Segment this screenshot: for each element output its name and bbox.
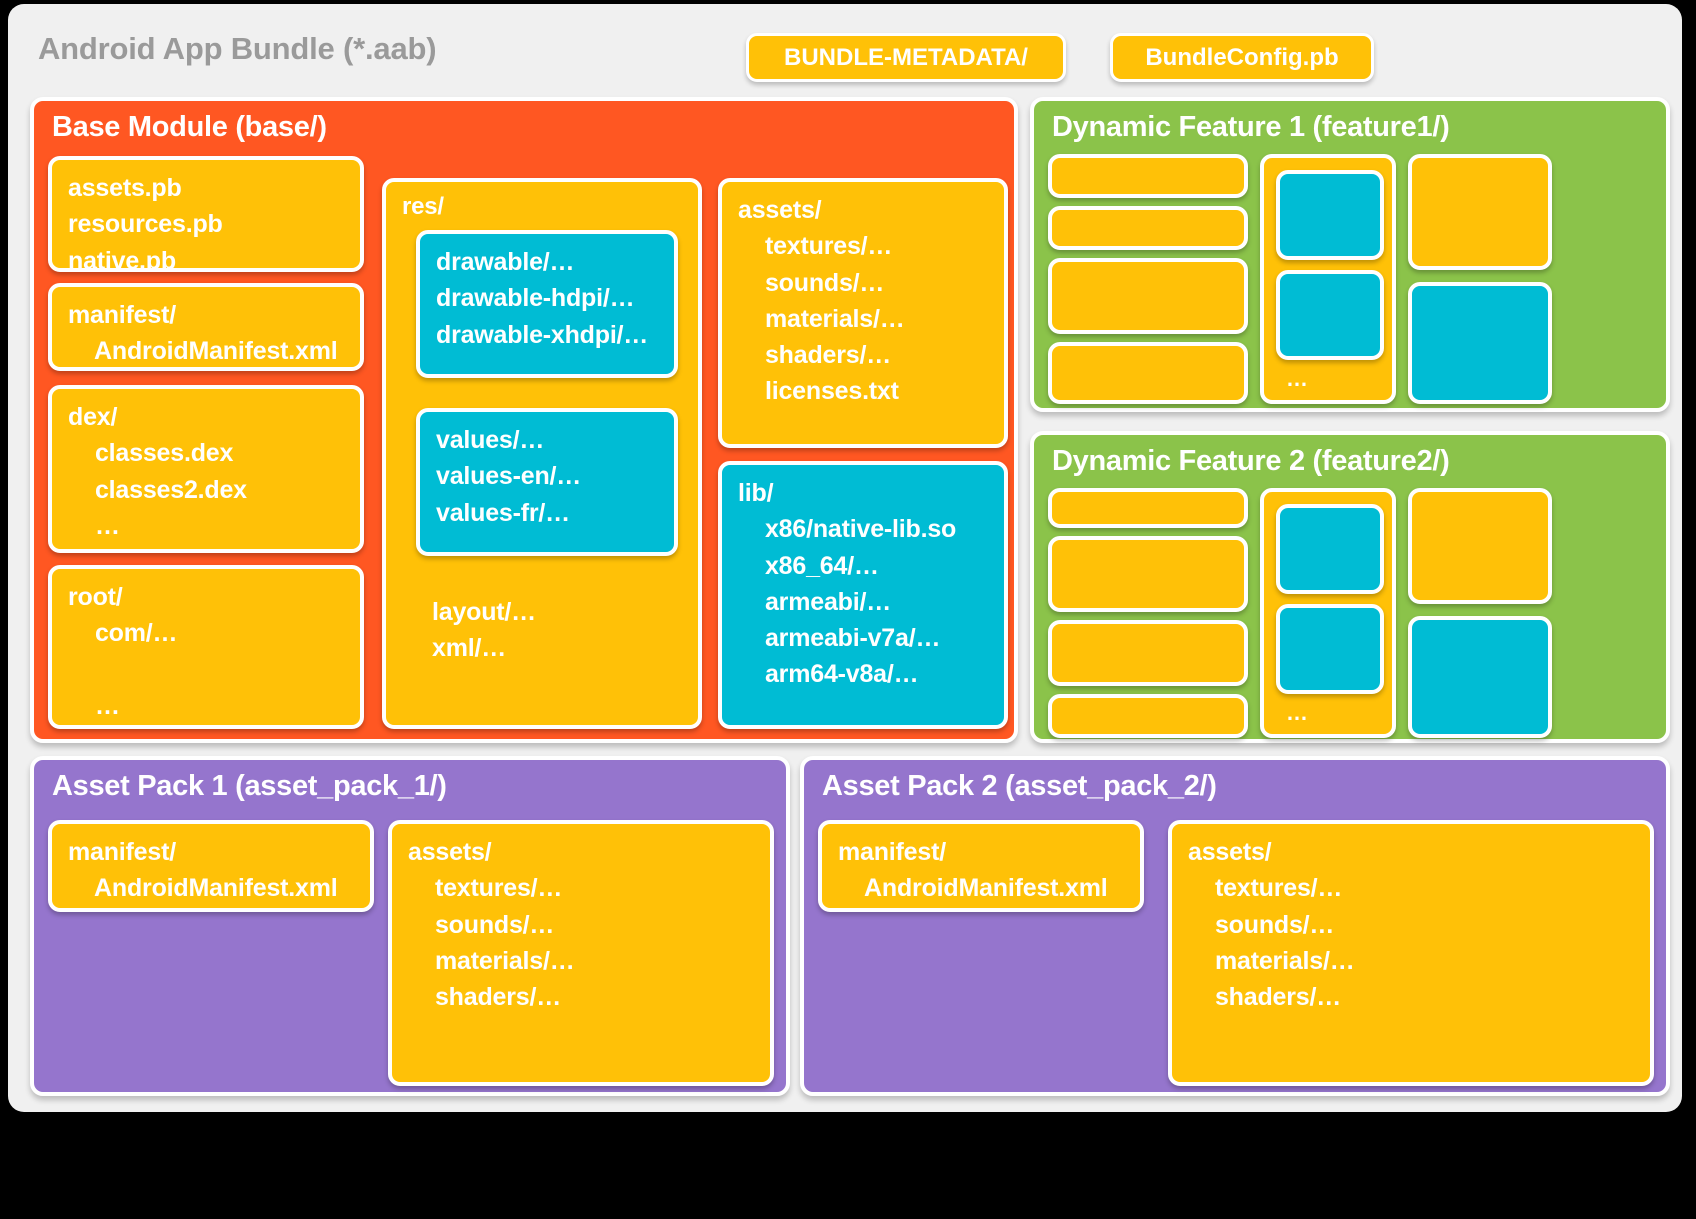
feature-res-child[interactable]: [1276, 270, 1384, 360]
asset-pack-1-panel: Asset Pack 1 (asset_pack_1/) manifest/ A…: [30, 756, 790, 1096]
dynamic-feature-2-title: Dynamic Feature 2 (feature2/): [1052, 445, 1450, 477]
asset-pack-2-title: Asset Pack 2 (asset_pack_2/): [822, 770, 1217, 802]
feature-lib-box[interactable]: [1408, 616, 1552, 738]
feature-bar[interactable]: [1048, 258, 1248, 334]
dynamic-feature-1-panel: Dynamic Feature 1 (feature1/) …: [1030, 97, 1670, 412]
assetpack-manifest-box[interactable]: manifest/ AndroidManifest.xml: [818, 820, 1144, 912]
assetpack-manifest-box[interactable]: manifest/ AndroidManifest.xml: [48, 820, 374, 912]
android-app-bundle-card: Android App Bundle (*.aab) BUNDLE-METADA…: [8, 4, 1682, 1112]
feature-bar[interactable]: [1048, 620, 1248, 686]
res-box-title: res/: [402, 193, 444, 220]
lib-box-text: lib/ x86/native-lib.so x86_64/… armeabi/…: [738, 479, 957, 689]
assets-box-text: assets/ textures/… sounds/… materials/… …: [738, 196, 905, 406]
base-module-panel: Base Module (base/) assets.pb resources.…: [30, 97, 1018, 743]
drawable-box-text: drawable/… drawable-hdpi/… drawable-xhdp…: [436, 248, 649, 349]
feature-assets-box[interactable]: [1408, 488, 1552, 604]
protos-box[interactable]: assets.pb resources.pb native.pb: [48, 156, 364, 272]
asset-pack-1-title: Asset Pack 1 (asset_pack_1/): [52, 770, 447, 802]
assetpack-assets-text: assets/ textures/… sounds/… materials/… …: [1188, 838, 1355, 1011]
feature-bar[interactable]: [1048, 536, 1248, 612]
feature-res-ellipsis: …: [1286, 366, 1308, 391]
feature-res-child[interactable]: [1276, 504, 1384, 594]
values-box-text: values/… values-en/… values-fr/… …: [436, 426, 582, 527]
assetpack-manifest-text: manifest/ AndroidManifest.xml: [838, 838, 1108, 903]
assetpack-assets-text: assets/ textures/… sounds/… materials/… …: [408, 838, 575, 1011]
bundle-config-chip[interactable]: BundleConfig.pb: [1110, 33, 1374, 82]
assetpack-assets-box[interactable]: assets/ textures/… sounds/… materials/… …: [1168, 820, 1654, 1086]
drawable-box[interactable]: drawable/… drawable-hdpi/… drawable-xhdp…: [416, 230, 678, 378]
feature-res-box[interactable]: …: [1260, 488, 1396, 738]
feature-res-child[interactable]: [1276, 604, 1384, 694]
res-box[interactable]: res/ drawable/… drawable-hdpi/… drawable…: [382, 178, 702, 729]
feature-assets-box[interactable]: [1408, 154, 1552, 270]
assets-box[interactable]: assets/ textures/… sounds/… materials/… …: [718, 178, 1008, 448]
feature-bar[interactable]: [1048, 154, 1248, 198]
manifest-box-text: manifest/ AndroidManifest.xml: [68, 301, 338, 366]
feature-bar[interactable]: [1048, 206, 1248, 250]
root-box[interactable]: root/ com/… …: [48, 565, 364, 729]
page-title: Android App Bundle (*.aab): [38, 31, 437, 66]
assetpack-assets-box[interactable]: assets/ textures/… sounds/… materials/… …: [388, 820, 774, 1086]
base-module-title: Base Module (base/): [52, 111, 327, 143]
dex-box-text: dex/ classes.dex classes2.dex …: [68, 403, 247, 540]
dynamic-feature-2-panel: Dynamic Feature 2 (feature2/) …: [1030, 431, 1670, 743]
lib-box[interactable]: lib/ x86/native-lib.so x86_64/… armeabi/…: [718, 461, 1008, 729]
bundle-metadata-chip[interactable]: BUNDLE-METADATA/: [746, 33, 1066, 82]
asset-pack-2-panel: Asset Pack 2 (asset_pack_2/) manifest/ A…: [800, 756, 1670, 1096]
values-box[interactable]: values/… values-en/… values-fr/… …: [416, 408, 678, 556]
dynamic-feature-1-title: Dynamic Feature 1 (feature1/): [1052, 111, 1450, 143]
feature-lib-box[interactable]: [1408, 282, 1552, 404]
protos-box-text: assets.pb resources.pb native.pb: [68, 174, 223, 272]
assetpack-manifest-text: manifest/ AndroidManifest.xml: [68, 838, 338, 903]
feature-res-box[interactable]: …: [1260, 154, 1396, 404]
feature-bar[interactable]: [1048, 342, 1248, 404]
manifest-box[interactable]: manifest/ AndroidManifest.xml: [48, 283, 364, 371]
feature-bar[interactable]: [1048, 488, 1248, 528]
feature-res-child[interactable]: [1276, 170, 1384, 260]
root-box-text: root/ com/… …: [68, 583, 178, 720]
res-trailing-text: layout/… xml/… …: [432, 598, 536, 729]
dex-box[interactable]: dex/ classes.dex classes2.dex …: [48, 385, 364, 553]
feature-res-ellipsis: …: [1286, 700, 1308, 725]
feature-bar[interactable]: [1048, 694, 1248, 738]
bundle-header: Android App Bundle (*.aab) BUNDLE-METADA…: [8, 4, 1682, 100]
